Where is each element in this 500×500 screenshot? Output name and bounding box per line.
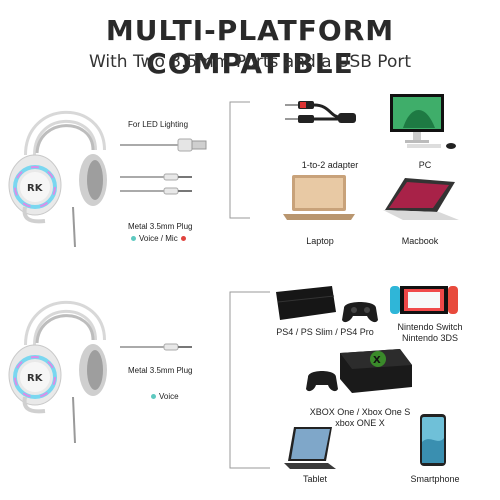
device-label-3ds: Nintendo 3DS [401, 333, 459, 343]
svg-text:RK: RK [27, 183, 44, 194]
device-label-xbox-x: xbox ONE X [335, 418, 385, 428]
voice-mic-label: Voice / Mic [128, 234, 189, 243]
xbox-console-icon: X [306, 349, 412, 393]
plug-label-top: Metal 3.5mm Plug [128, 222, 193, 231]
svg-text:RK: RK [27, 373, 44, 384]
usb-cable-graphic [120, 138, 207, 195]
adapter-cable-icon [285, 101, 356, 123]
tablet-icon [284, 427, 336, 469]
top-bracket [229, 101, 250, 219]
device-label-adapter: 1-to-2 adapter [301, 160, 359, 170]
pc-monitor-icon [390, 94, 456, 149]
led-label: For LED Lighting [128, 120, 189, 129]
device-label-tablet: Tablet [302, 474, 328, 484]
voice-dot-icon [151, 394, 156, 400]
mic-text: Mic [165, 234, 178, 243]
voice-text: Voice [159, 392, 179, 401]
voice-label-bottom: Voice [148, 392, 179, 401]
headset-top-image: RK [8, 110, 107, 248]
device-label-ps4: PS4 / PS Slim / PS4 Pro [276, 327, 374, 337]
device-label-laptop: Laptop [306, 236, 334, 246]
device-label-pc: PC [418, 160, 432, 170]
bottom-bracket [229, 291, 270, 469]
device-label-macbook: Macbook [401, 236, 439, 246]
voice-text: Voice / [139, 234, 164, 243]
device-label-switch: Nintendo Switch [397, 322, 463, 332]
macbook-icon [383, 178, 459, 220]
svg-text:X: X [373, 355, 381, 366]
mic-dot-icon [180, 236, 186, 242]
plug-cable-graphic [120, 343, 192, 351]
ps4-console-icon [276, 286, 378, 323]
device-label-xbox: XBOX One / Xbox One S [309, 407, 411, 417]
page-title: MULTI-PLATFORM COMPATIBLE [105, 14, 395, 80]
voice-dot-icon [131, 236, 136, 242]
smartphone-icon [420, 414, 446, 466]
page-subtitle: With Two 3.5mm Ports and a USB Port [88, 52, 411, 72]
headset-bottom-image: RK [8, 300, 107, 444]
plug-label-bottom: Metal 3.5mm Plug [128, 366, 193, 375]
laptop-icon [283, 175, 355, 220]
nintendo-switch-icon [390, 286, 458, 314]
device-label-smartphone: Smartphone [410, 474, 460, 484]
